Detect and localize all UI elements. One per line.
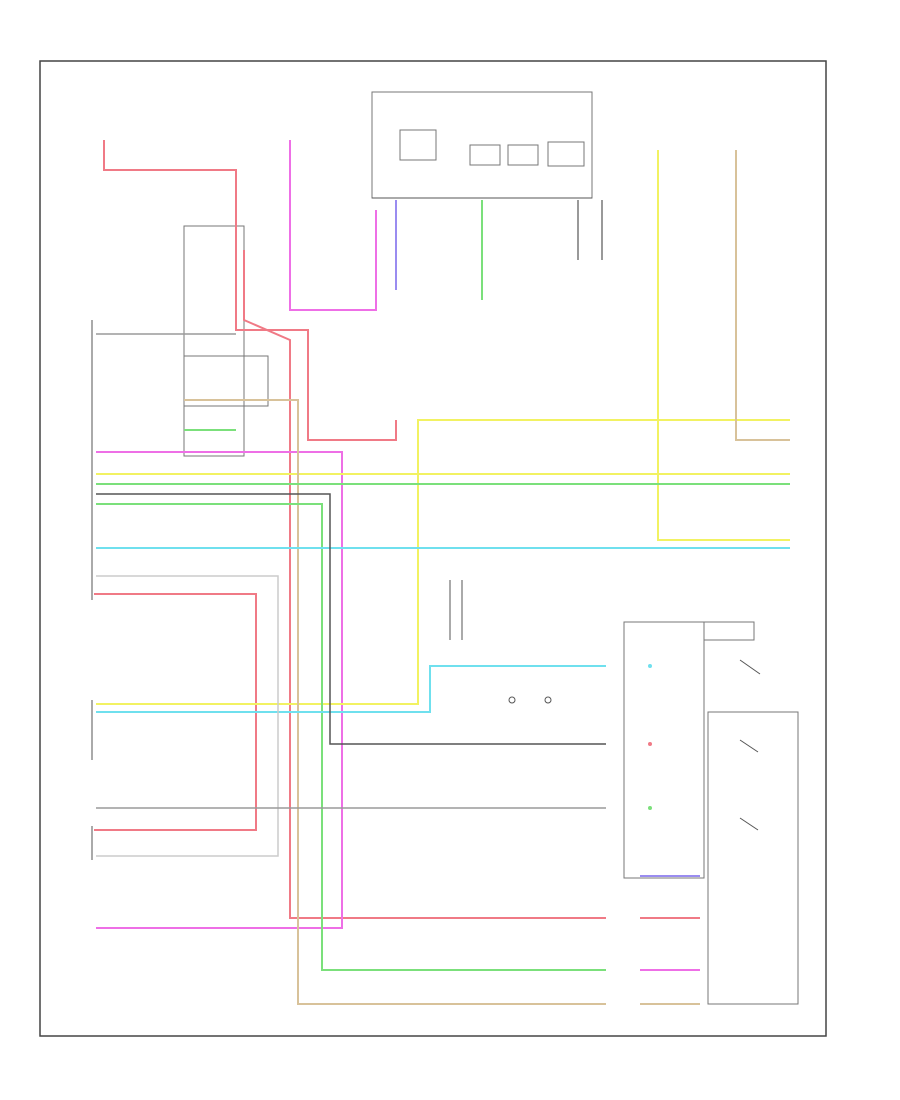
- wire-green-2: [96, 503, 606, 971]
- wire-pink-2: [96, 451, 343, 929]
- main-ecu: [183, 225, 269, 457]
- wire-pink-1: [289, 140, 377, 311]
- wire-yellow-2: [657, 150, 790, 541]
- wire-red-2: [243, 250, 606, 919]
- diagram-frame: [39, 60, 827, 1037]
- connector-markers: [508, 664, 652, 810]
- wire-gray-3: [96, 575, 279, 857]
- wire-gray-2: [96, 493, 606, 745]
- wire-cyan-2: [96, 665, 606, 713]
- wire-tan-1: [735, 150, 790, 441]
- clutch-switch: [449, 580, 463, 640]
- combination-switch: [623, 621, 755, 879]
- light-control-switch: [707, 659, 799, 1005]
- combination-meter: [371, 91, 593, 199]
- wire-tan-2: [184, 399, 606, 1005]
- wire-yellow-3: [96, 419, 790, 705]
- wire-red-1: [103, 140, 397, 441]
